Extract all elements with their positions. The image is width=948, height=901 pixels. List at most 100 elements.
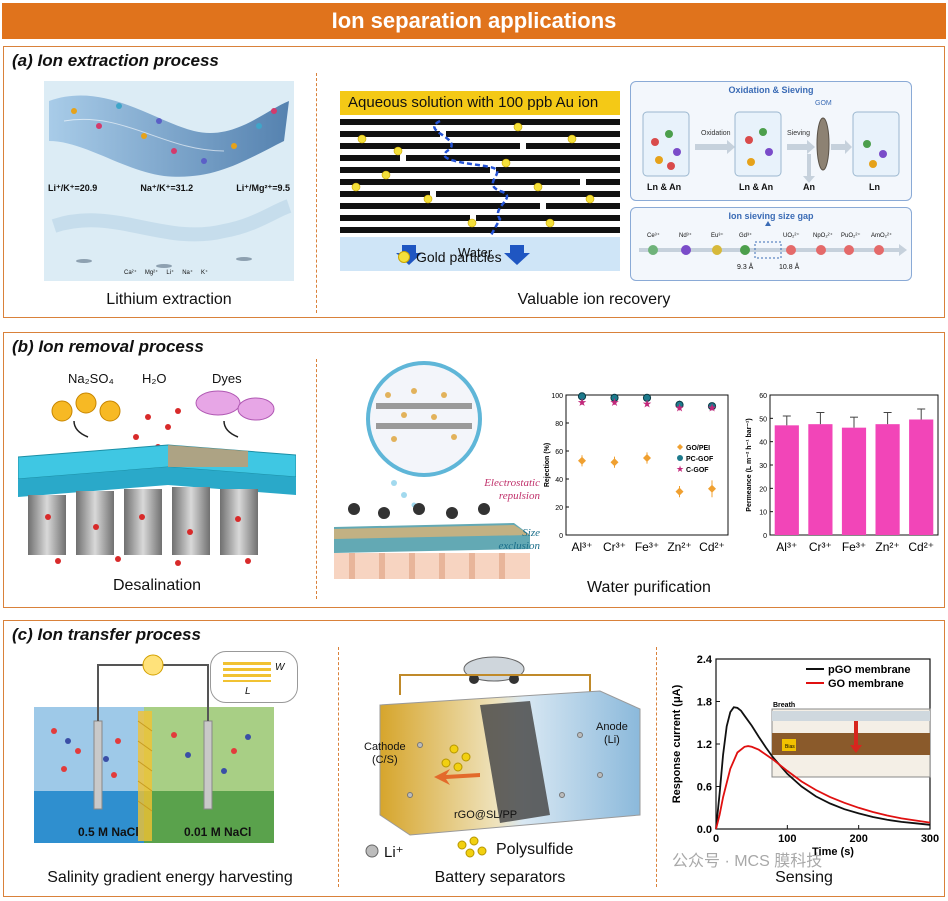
- desalination-caption: Desalination: [112, 577, 202, 594]
- rejection-legend-marker: ★: [676, 464, 684, 474]
- panel-c-divider-1: [338, 647, 339, 887]
- ratio-li-k: Li⁺/K⁺=20.9: [48, 183, 98, 193]
- rejection-legend-label: C-GOF: [686, 467, 709, 474]
- gold-legend-icon: [398, 251, 410, 263]
- w-label: W: [275, 662, 285, 673]
- rejection-xtick-label: Cr³⁺: [603, 540, 626, 554]
- sensing-caption: Sensing: [775, 869, 833, 886]
- rejection-xtick-label: Zn²⁺: [667, 540, 691, 554]
- lithium-extraction-figure: Li⁺/K⁺=20.9 Na⁺/K⁺=31.2 Li⁺/Mg²⁺=9.5 Ca²…: [44, 81, 294, 281]
- legend-mg: Mg²⁺: [144, 270, 159, 276]
- sensing-xtick-label: 200: [849, 833, 867, 845]
- ion-nd: Nd³⁺: [679, 233, 692, 239]
- rejection-point-GO/PEI: [643, 454, 651, 462]
- rejection-xtick-label: Al³⁺: [572, 540, 593, 554]
- label-na2so4: Na₂SO₄: [68, 371, 114, 386]
- panel-c-divider-2: [656, 647, 657, 887]
- salinity-figure: W L 0.5 M NaCl 0.01 M NaCl: [34, 651, 330, 843]
- sensing-inset-top: [772, 711, 930, 721]
- panel-ion-extraction: (a) Ion extraction process: [3, 46, 945, 318]
- rejection-point-C-GOF: ★: [707, 403, 717, 415]
- desalination-figure: Na₂SO₄ H₂O Dyes: [18, 367, 296, 567]
- permeance-ylabel: Permeance (L m⁻² h⁻¹ bar⁻¹): [746, 418, 753, 511]
- permeance-ytick-label: 0: [763, 533, 767, 540]
- rejection-point-C-GOF: ★: [610, 397, 620, 409]
- right-concentration: 0.01 M NaCl: [184, 825, 252, 839]
- rejection-point-C-GOF: ★: [642, 398, 652, 410]
- cathode-sub: (C/S): [371, 754, 398, 766]
- beaker2-label: Ln & An: [739, 182, 774, 192]
- gap-right-label: 10.8 Å: [779, 264, 800, 271]
- permeance-bar: [808, 424, 833, 535]
- ion-amo2: AmO₂²⁺: [871, 233, 893, 239]
- panel-b-divider: [316, 359, 317, 599]
- rejection-legend-label: PC-GOF: [686, 456, 714, 463]
- gold-water-label: Water: [458, 245, 493, 260]
- gold-solution-label: Aqueous solution with 100 ppb Au ion: [348, 94, 599, 111]
- left-concentration: 0.5 M NaCl: [78, 825, 139, 839]
- size-exclusion-label: Size exclusion: [498, 527, 540, 552]
- sensing-xtick-label: 0: [713, 833, 719, 845]
- permeance-xtick-label: Cd²⁺: [908, 540, 934, 554]
- gold-legend-label: Gold particles: [416, 249, 502, 265]
- sensing-ytick-label: 0.6: [697, 782, 712, 794]
- sieving-label: Sieving: [787, 130, 810, 137]
- sensing-inset-breath: Breath: [773, 702, 795, 709]
- beakers: [642, 111, 900, 177]
- sensing-line-GO-membrane: [715, 745, 931, 830]
- panel-c-title: (c) Ion transfer process: [12, 625, 201, 644]
- gold-legend: Gold particles: [398, 249, 502, 265]
- permeance-ytick-label: 60: [759, 393, 767, 400]
- permeance-xtick-label: Fe³⁺: [842, 540, 866, 554]
- ion-eu: Eu³⁺: [711, 233, 724, 239]
- rejection-ytick-label: 20: [555, 505, 563, 512]
- electrostatic-label: Electrostatic repulsion: [484, 477, 540, 502]
- sensing-xlabel: Time (s): [812, 846, 854, 858]
- sensing-legend-label: pGO membrane: [828, 664, 911, 676]
- permeance-bar: [875, 424, 900, 535]
- panel-ion-transfer: (c) Ion transfer process W L 0.5 M NaCl …: [3, 620, 945, 897]
- sieving-gap-title: Ion sieving size gap: [728, 211, 814, 221]
- rejection-ytick-label: 60: [555, 449, 563, 456]
- gold-particles: [351, 122, 595, 228]
- permeance-xtick-label: Al³⁺: [776, 540, 797, 554]
- rejection-point-GO/PEI: [675, 487, 684, 496]
- rejection-legend-marker: [677, 444, 683, 450]
- nanochannel-inset: W L: [210, 651, 298, 703]
- permeance-ytick-label: 10: [759, 510, 767, 517]
- rejection-xtick-label: Fe³⁺: [635, 540, 659, 554]
- permeance-ytick-label: 30: [759, 463, 767, 470]
- permeance-ytick-label: 50: [759, 416, 767, 423]
- sensing-ytick-label: 1.8: [697, 697, 712, 709]
- stacked-layers: [223, 662, 271, 682]
- water-purification-caption: Water purification: [587, 579, 711, 596]
- oxidation-title: Oxidation & Sieving: [728, 85, 814, 95]
- sensing-ytick-label: 2.4: [697, 654, 713, 666]
- rejection-point-GO/PEI: [578, 456, 586, 465]
- rejection-point-C-GOF: ★: [577, 397, 587, 409]
- ion-npo2: NpO₂²⁺: [813, 233, 833, 239]
- ion-puo2: PuO₂²⁺: [841, 233, 861, 239]
- anode-label: Anode (Li): [596, 721, 628, 747]
- an-label: An: [803, 182, 815, 192]
- rejection-svg: 020406080100Al³⁺Cr³⁺Fe³⁺Zn²⁺Cd²⁺Rejectio…: [544, 392, 729, 554]
- rejection-point-GO/PEI: [708, 484, 716, 493]
- li-legend: Li⁺: [384, 844, 404, 861]
- polysulfide-legend: Polysulfide: [496, 841, 574, 858]
- sensing-ylabel: Response current (μA): [671, 684, 683, 803]
- rejection-xtick-label: Cd²⁺: [699, 540, 725, 554]
- sensing-legend-label: GO membrane: [828, 678, 904, 690]
- header-title: Ion separation applications: [331, 8, 617, 33]
- ion-recovery-figure: Oxidation & Sieving Oxidation: [630, 81, 912, 281]
- legend-na: Na⁺: [182, 270, 194, 276]
- sensing-xtick-label: 100: [778, 833, 796, 845]
- salinity-caption: Salinity gradient energy harvesting: [47, 869, 293, 886]
- legend-ca: Ca²⁺: [124, 270, 137, 276]
- battery-figure: Cathode (C/S) Anode (Li) rGO@SL/PP Li⁺ P…: [350, 645, 650, 863]
- permeance-ytick-label: 40: [759, 440, 767, 447]
- sensing-inset-arrow: [850, 721, 862, 753]
- rejection-ytick-label: 80: [555, 421, 563, 428]
